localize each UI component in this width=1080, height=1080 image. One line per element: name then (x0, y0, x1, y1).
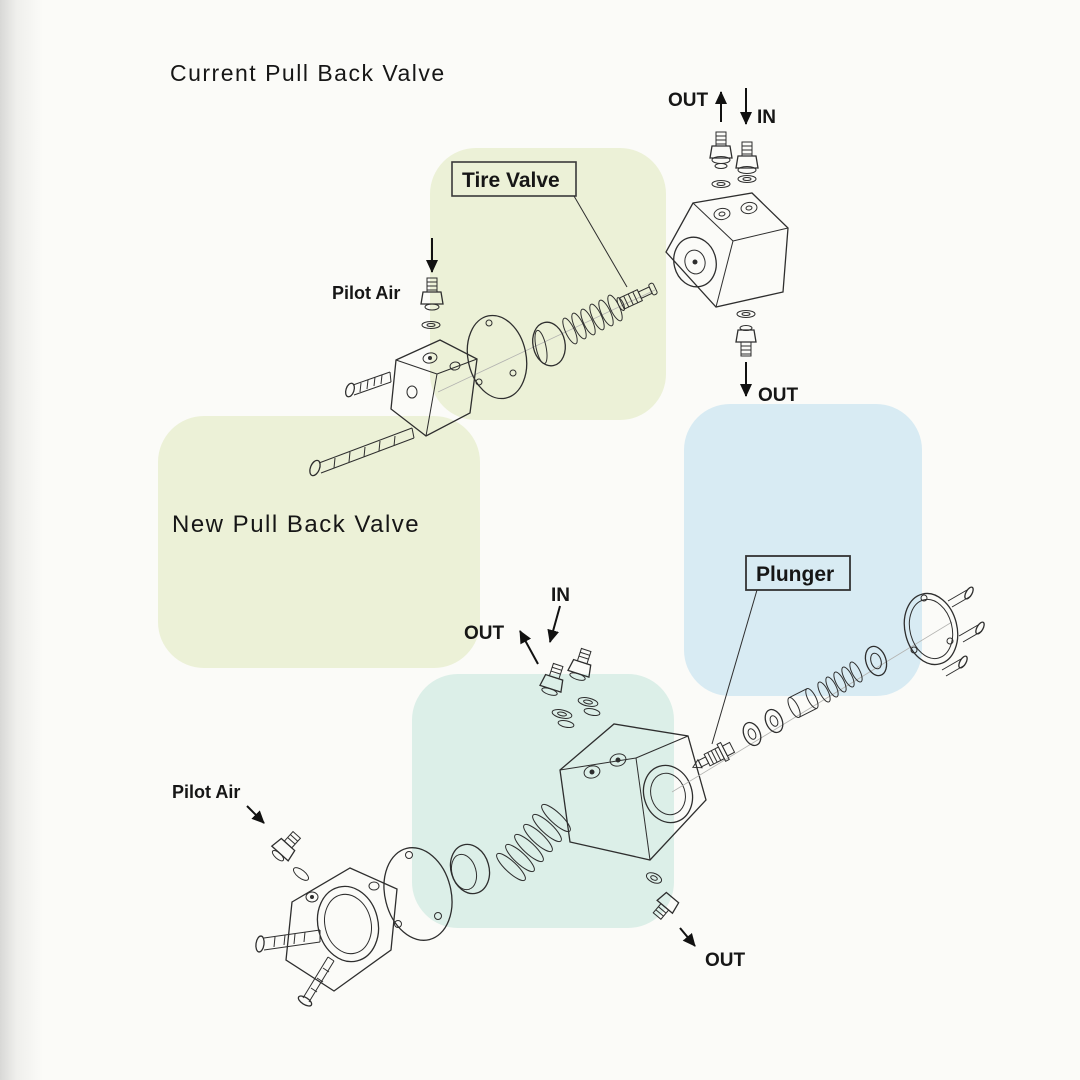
new-valve-body (559, 723, 707, 861)
current-pilot-fitting (420, 277, 444, 329)
teal-blob-bottom (412, 674, 674, 928)
current-body-port-hole-2 (740, 201, 758, 215)
current-bottom-fitting (735, 310, 757, 357)
current-top-washers (711, 175, 757, 188)
current-screw-1 (344, 371, 392, 398)
new-screw-1 (255, 929, 321, 953)
current-diaphragm-disc (466, 314, 528, 400)
new-spring (496, 803, 571, 882)
plunger-part (691, 741, 736, 769)
new-out-top-arrow (519, 630, 539, 665)
current-out-bottom-label: OUT (758, 385, 799, 406)
current-valve-title: Current Pull Back Valve (170, 60, 446, 86)
new-out-bottom-arrow (679, 927, 696, 947)
green-blob-top (430, 148, 666, 420)
new-body-bore (642, 764, 694, 824)
new-out-top-label: OUT (464, 623, 505, 644)
current-valve-section: Current Pull Back Valve OUT IN (170, 60, 799, 477)
plunger-spring (817, 661, 863, 703)
new-valve-section: New Pull Back Valve Plunger IN OUT (172, 511, 985, 1007)
background-blobs (158, 148, 922, 928)
plunger-label-box: Plunger (711, 555, 851, 745)
current-valve-body (665, 192, 789, 308)
plunger-ring-washer (864, 645, 888, 677)
current-screw-2 (309, 427, 415, 477)
tire-valve-leader-line (573, 195, 628, 288)
new-in-arrow (547, 605, 561, 643)
green-blob-left (158, 416, 480, 668)
current-axis-line (437, 289, 656, 393)
current-body-port-hole-1 (713, 207, 731, 221)
tire-valve-label: Tire Valve (462, 169, 560, 192)
new-axis-line (671, 621, 953, 793)
new-bottom-fitting (645, 872, 680, 920)
end-cap-screw-1 (947, 586, 974, 608)
current-spring (562, 294, 623, 345)
new-screw-2 (297, 956, 335, 1007)
new-inlet-fitting-1 (539, 662, 564, 696)
end-cap-screw-2 (958, 621, 985, 643)
current-pilot-air-label: Pilot Air (332, 283, 400, 303)
plunger-spool (787, 687, 819, 719)
new-inlet-fitting-2 (567, 647, 592, 681)
new-piston-cup (449, 843, 491, 895)
new-pilot-air-label: Pilot Air (172, 782, 240, 802)
current-in-label: IN (757, 107, 776, 128)
new-pilot-washer (292, 867, 310, 881)
new-left-flange (285, 867, 398, 992)
blue-blob-right (684, 404, 922, 696)
end-cap (903, 592, 959, 666)
end-cap-screw-3 (941, 655, 968, 677)
current-out-top-label: OUT (668, 90, 709, 111)
new-diaphragm-disc (383, 847, 453, 941)
plunger-label: Plunger (756, 563, 834, 586)
new-pilot-fitting (270, 830, 302, 862)
new-out-bottom-label: OUT (705, 950, 746, 971)
tire-valve-core (616, 282, 658, 311)
current-inlet-fitting-2 (735, 141, 759, 174)
current-body-bore (673, 236, 717, 288)
new-valve-title: New Pull Back Valve (172, 511, 420, 538)
current-inlet-fitting-1 (709, 131, 733, 169)
plunger-leader-line (711, 589, 758, 745)
new-in-label: IN (551, 585, 570, 606)
current-piston-cup (532, 321, 566, 367)
new-pilot-air-arrow (246, 805, 265, 824)
tire-valve-label-box: Tire Valve (451, 161, 628, 288)
new-top-washers (551, 697, 601, 729)
current-exploded-body (390, 339, 478, 437)
plunger-washers (742, 708, 784, 747)
